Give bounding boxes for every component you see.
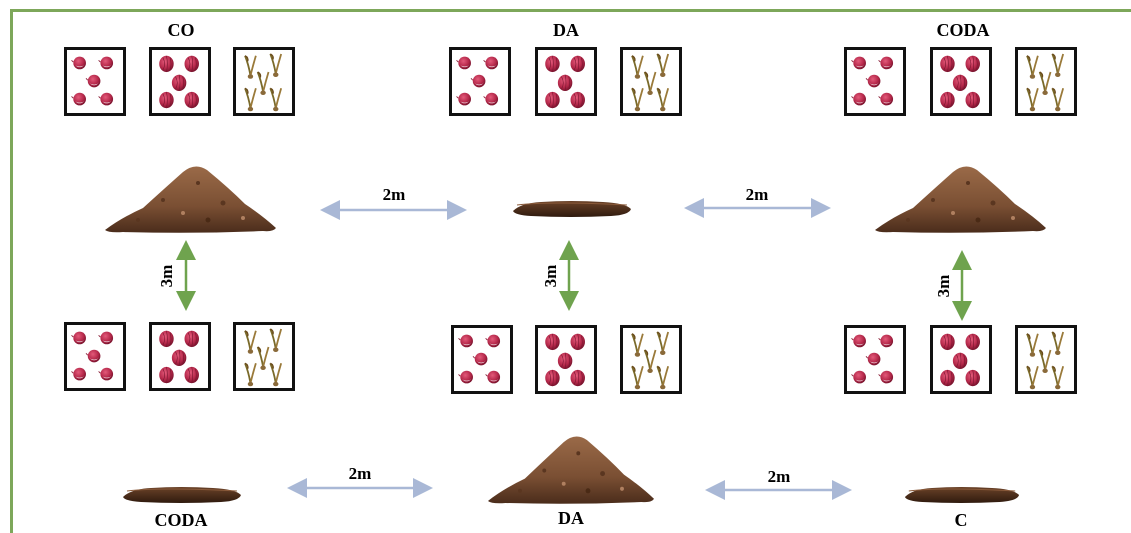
onion-bulbs-whole-icon	[149, 47, 211, 116]
onion-seedlings-icon	[620, 47, 682, 116]
onion-bulbs-sliced-icon	[449, 47, 511, 116]
onion-bulbs-sliced-icon	[64, 322, 126, 391]
distance-label-horizontal: 2m	[745, 185, 769, 204]
plot-label-top-left: CO	[167, 20, 195, 40]
onion-bulbs-whole-icon	[149, 322, 211, 391]
onion-seedlings-icon	[233, 47, 295, 116]
onion-bulbs-whole-icon	[535, 325, 597, 394]
onion-bulbs-whole-icon	[930, 47, 992, 116]
distance-label-horizontal: 2m	[767, 467, 791, 486]
onion-seedlings-icon	[1015, 47, 1077, 116]
plot-label-bottom-center: DA	[558, 508, 584, 528]
onion-seedlings-icon	[620, 325, 682, 394]
distance-label-vertical: 3m	[157, 264, 176, 288]
onion-bulbs-sliced-icon	[451, 325, 513, 394]
onion-bulbs-sliced-icon	[844, 47, 906, 116]
frame-top-border	[10, 9, 1131, 12]
onion-bulbs-whole-icon	[930, 325, 992, 394]
frame-left-border	[10, 9, 13, 533]
plot-label-top-right: CODA	[936, 20, 990, 40]
plot-label-bottom-right: C	[954, 510, 968, 530]
onion-bulbs-sliced-icon	[844, 325, 906, 394]
distance-label-horizontal: 2m	[382, 185, 406, 204]
plot-label-top-center: DA	[553, 20, 579, 40]
onion-seedlings-icon	[233, 322, 295, 391]
distance-label-vertical: 3m	[541, 264, 560, 288]
distance-label-horizontal: 2m	[348, 464, 372, 483]
plot-label-bottom-left: CODA	[154, 510, 208, 530]
onion-seedlings-icon	[1015, 325, 1077, 394]
onion-bulbs-sliced-icon	[64, 47, 126, 116]
distance-label-vertical: 3m	[934, 274, 953, 298]
onion-bulbs-whole-icon	[535, 47, 597, 116]
